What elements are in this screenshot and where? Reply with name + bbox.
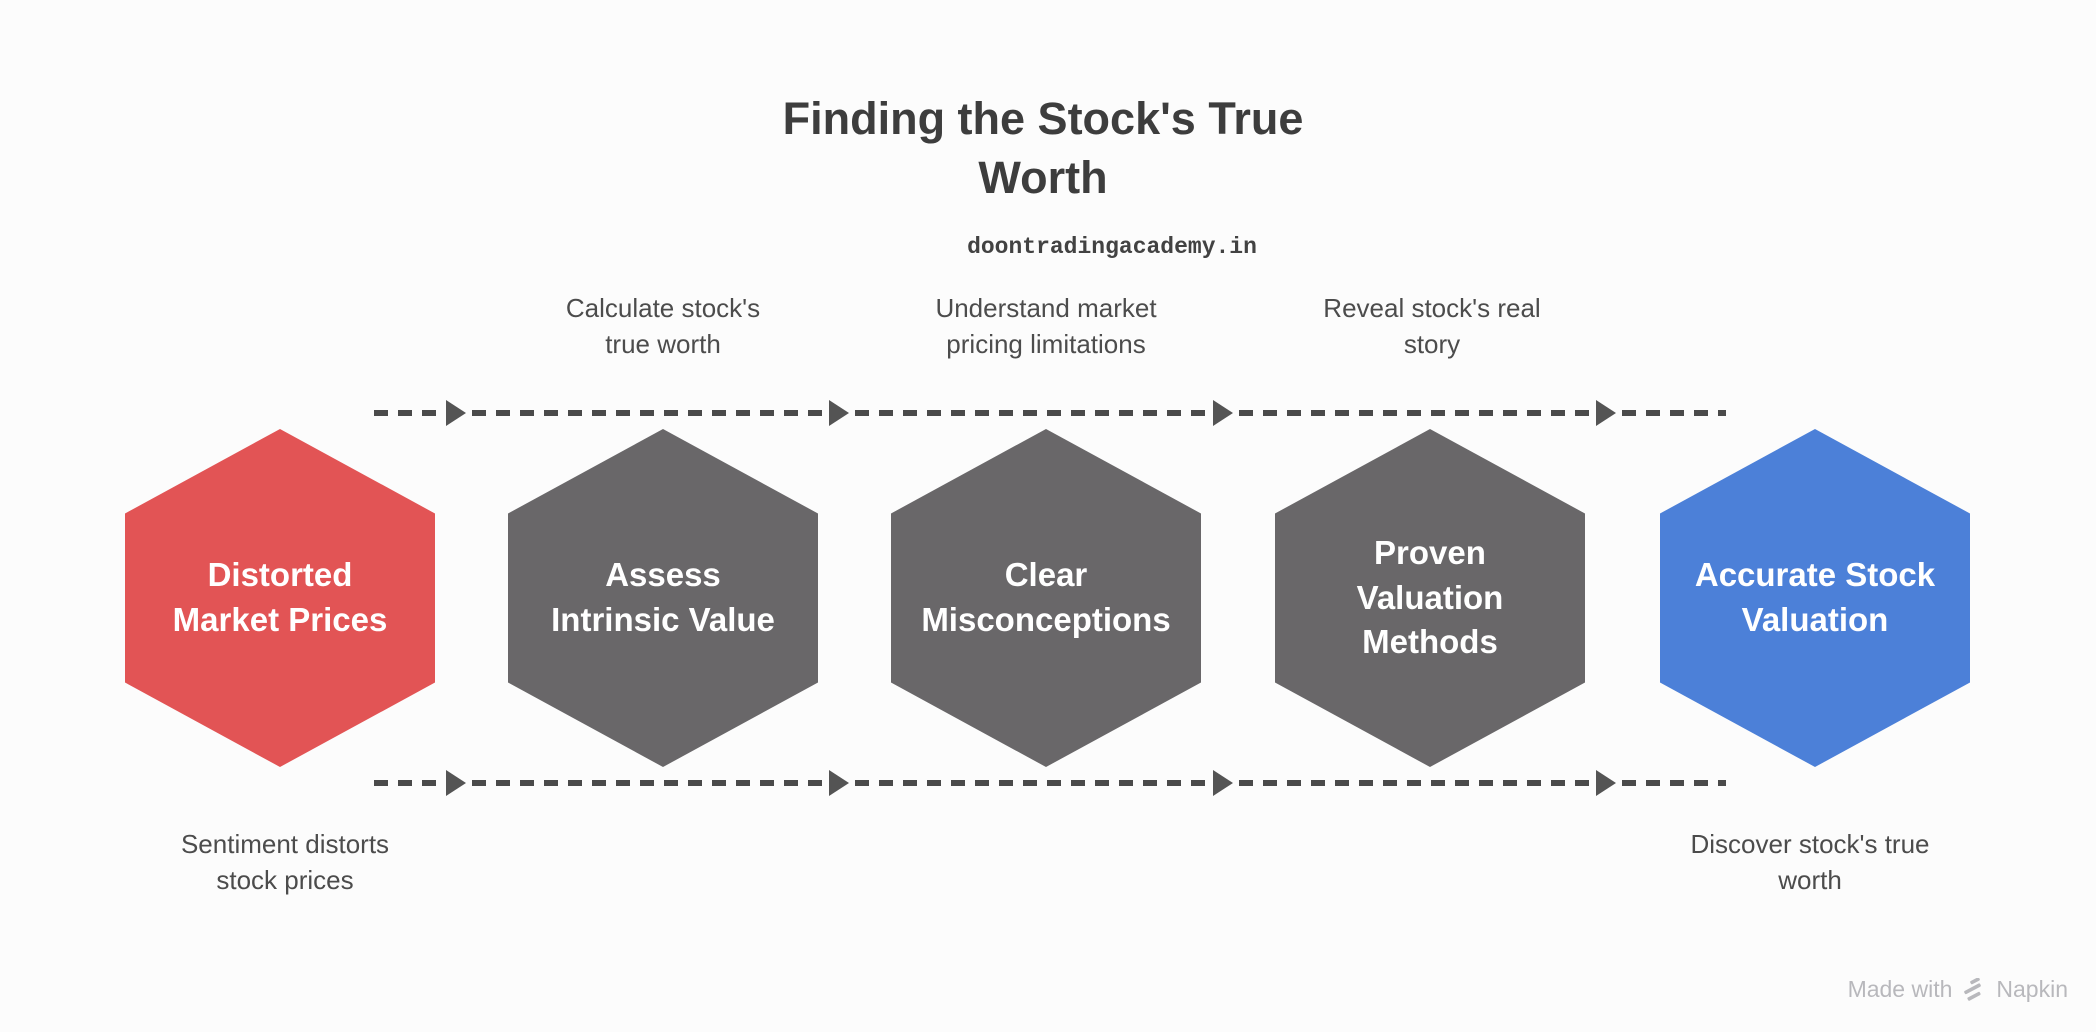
page-title: Finding the Stock's True Worth [782,93,1304,203]
dashed-line-segment [1621,780,1726,786]
bottom-dashed-arrow-rail [374,769,1726,797]
bottom-annotation-2: Discover stock's true worth [1690,829,1930,895]
arrowhead-right-icon [446,400,466,426]
website-subtitle: doontradingacademy.in [967,234,1257,260]
dashed-line-segment [1238,410,1590,416]
hexagon-step-assess-intrinsic-value: Assess Intrinsic Value [508,429,818,767]
dashed-line-segment [1621,410,1726,416]
hexagon-step-accurate-stock-valuation: Accurate Stock Valuation [1660,429,1970,767]
arrowhead-right-icon [1595,770,1616,796]
arrowhead-right-icon [1212,770,1233,796]
napkin-logo-icon [1961,977,1987,1002]
watermark-prefix: Made with [1847,976,1953,1002]
dashed-line-segment [472,780,824,786]
dashed-line-segment [855,780,1207,786]
hexagon-step-clear-misconceptions: Clear Misconceptions [891,429,1201,767]
top-annotation-3: Reveal stock's real story [1323,293,1541,359]
top-annotation-2: Understand market pricing limitations [935,293,1157,359]
watermark-brand: Napkin [1996,976,2068,1002]
dashed-line-segment [472,410,824,416]
hexagon-step-proven-valuation-methods: Proven Valuation Methods [1275,429,1585,767]
dashed-line-segment [374,780,440,786]
hexagon-step-distorted-market-prices: Distorted Market Prices [125,429,435,767]
made-with-napkin-watermark: Made with Napkin [1848,976,2068,1003]
arrowhead-right-icon [829,400,850,426]
arrowhead-right-icon [446,770,466,796]
arrowhead-right-icon [1595,400,1616,426]
arrowhead-right-icon [829,770,850,796]
bottom-annotation-1: Sentiment distorts stock prices [180,829,390,895]
arrowhead-right-icon [1212,400,1233,426]
dashed-line-segment [374,410,440,416]
top-annotation-1: Calculate stock's true worth [565,293,761,359]
dashed-line-segment [1238,780,1590,786]
dashed-line-segment [855,410,1207,416]
top-dashed-arrow-rail [374,399,1726,427]
